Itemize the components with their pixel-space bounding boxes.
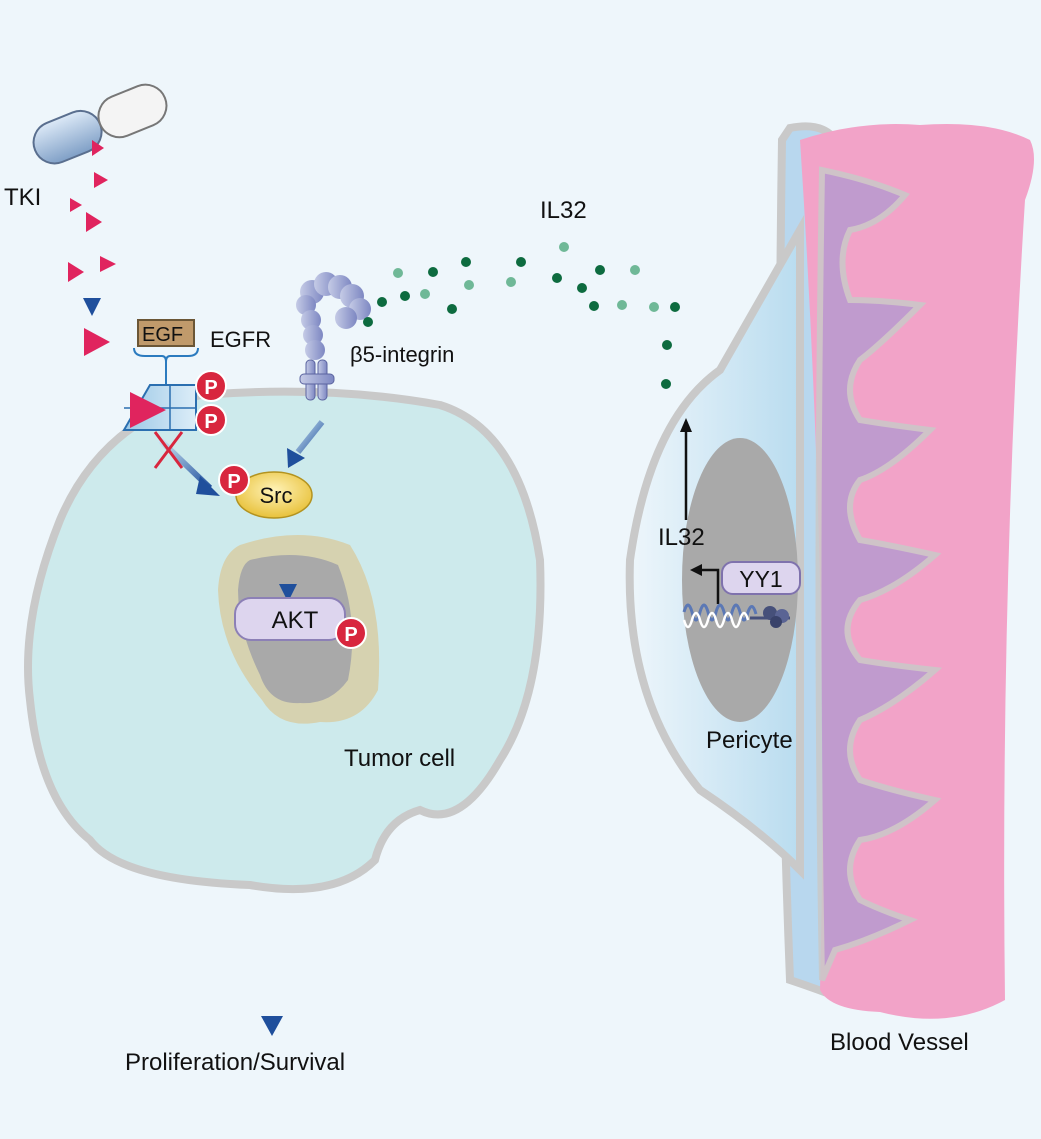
pericyte [625,214,804,880]
transcription-start-arrow-head [690,564,702,576]
proliferation-arrow-head [261,1016,283,1036]
src-label: Src [260,483,293,508]
tki-label: TKI [4,184,41,211]
beta5-integrin-receptor [296,272,371,401]
egfr-receptor [122,384,197,431]
egfr-phospho-2: P [195,404,227,436]
integrin-to-src-arrow [295,420,325,454]
yy1-label: YY1 [739,566,782,592]
tki-arrow-head [83,298,101,316]
egfr-phospho-1: P [195,370,227,402]
yy1-factor: YY1 [721,561,801,595]
src-phospho: P [218,464,250,496]
outcome-label: Proliferation/Survival [125,1049,345,1076]
blood-vessel [775,122,1034,1019]
il32-secreted-label: IL32 [540,197,587,224]
svg-text:P: P [204,411,217,433]
il32-gene-label: IL32 [658,524,705,551]
svg-text:P: P [227,471,240,493]
svg-text:P: P [344,624,357,646]
egf-label: EGF [142,324,183,346]
tki-molecules [68,140,116,356]
il32-export-arrow-head [680,418,692,432]
pericyte-label: Pericyte [706,727,793,754]
akt-kinase: AKT [234,597,346,641]
vessel-membrane-folds [815,166,943,982]
egf-bracket [133,347,199,363]
egfr-label: EGFR [210,327,271,352]
blood-vessel-label: Blood Vessel [830,1029,969,1056]
tki-capsule-icon [32,83,168,165]
svg-text:P: P [204,377,217,399]
egf-ligand: EGF [137,319,195,347]
tki-bound-triangle [130,392,166,428]
inhibition-x-icon [153,431,184,469]
transcription-start-arrow [702,568,720,604]
egfr-to-src-arrow-head [196,476,220,496]
integrin-to-src-arrow-head [287,448,305,468]
dna-icon [682,603,790,629]
src-kinase: Src [235,471,313,519]
integrin-label: β5-integrin [350,342,454,367]
akt-phospho: P [335,617,367,649]
akt-label: AKT [272,607,319,634]
il32-molecules [363,242,680,389]
tumor-cell-label: Tumor cell [344,745,455,772]
src-to-akt-arrow-head [279,584,297,602]
